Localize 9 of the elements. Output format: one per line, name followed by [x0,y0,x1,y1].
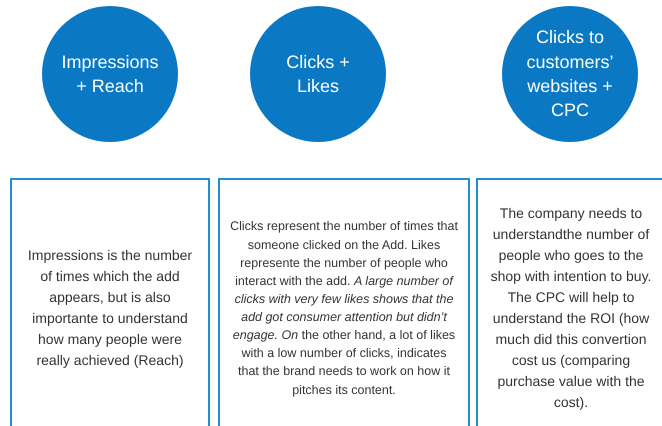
circle-label: Impressions + Reach [60,50,160,98]
description-text: Clicks represent the number of times that someone clicked on the Add. Likes represente the number of people who interact with the add. A large number of clicks with very few likes shows that the add got consumer attention but didn’t engage. On the other hand, a lot of likes with a low number of clicks, indicates that the brand needs to work on how it pitches its content. [230,218,458,399]
description-box [476,178,662,426]
description-text: Impressions is the number of times which the add appears, but is also importante to understand how many people were really achieved (Reach) [26,246,194,370]
circle-label: Clicks to customers’ websites + CPC [525,26,615,122]
description-box [218,178,470,426]
circle-label: Clicks + Likes [285,50,351,98]
description-text: The company needs to understandthe number of people who goes to the shop with intention to buy. The CPC will help to understand the ROI (how much did this convertion cost us (comparing purchase value with the cost). [490,204,652,412]
description-box [10,178,210,426]
